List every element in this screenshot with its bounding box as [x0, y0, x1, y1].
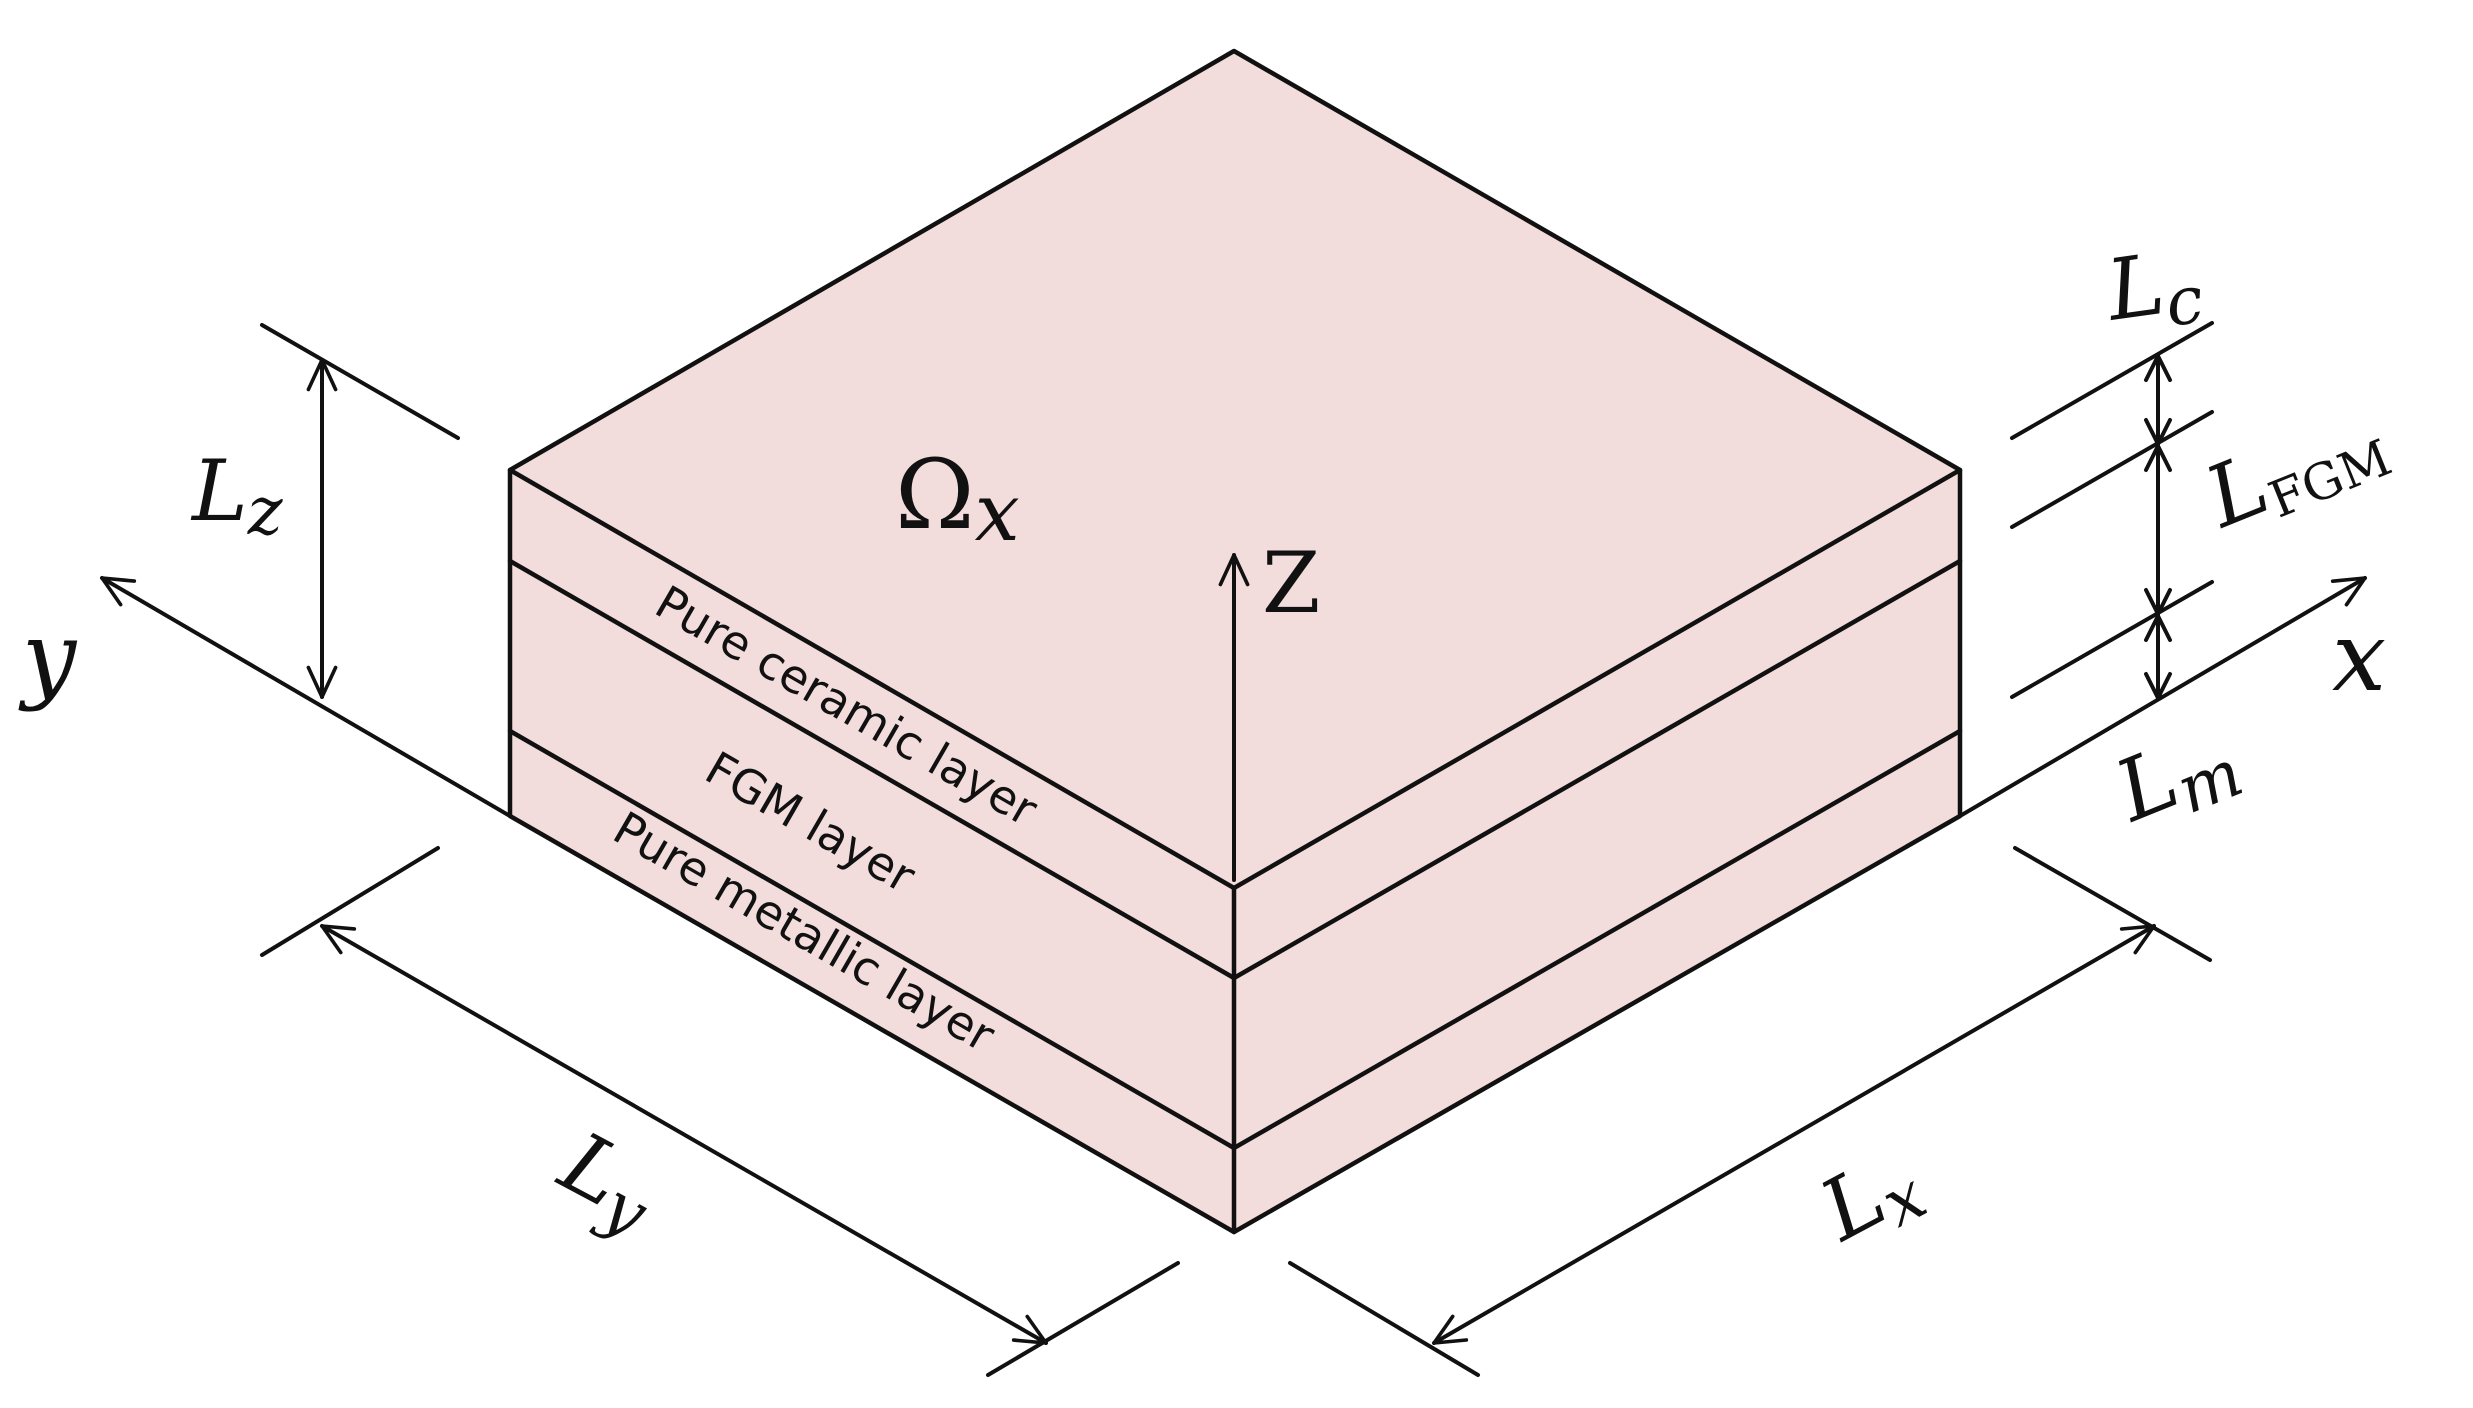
- lfgm-label: LFGM: [2191, 388, 2399, 551]
- ly-label: Ly: [539, 1112, 674, 1252]
- fgm-lm-extension: [2010, 580, 2214, 699]
- ly-extension-left: [260, 846, 440, 957]
- lx-dimension-arrow: [1432, 924, 2156, 1345]
- lz-label: Lz: [190, 442, 284, 550]
- lc-fgm-extension: [2010, 410, 2214, 529]
- lc-extension: [2010, 321, 2214, 440]
- lx-extension-right: [2013, 846, 2212, 962]
- y-axis-arrow: [100, 576, 512, 818]
- lz-extension-top: [260, 323, 460, 440]
- ly-dimension-arrow: [320, 924, 1048, 1345]
- domain-label: Ωx: [895, 439, 1020, 559]
- lm-label: Lm: [2101, 705, 2253, 850]
- top-front-right-edge: [1231, 467, 1963, 891]
- lc-label: Lc: [2099, 230, 2208, 350]
- x-axis-arrow: [1958, 576, 2367, 818]
- ceramic-fgm-interface-right: [1231, 558, 1963, 981]
- lm-arrowheads: [2144, 614, 2172, 700]
- y-axis-label: y: [18, 601, 78, 713]
- z-axis-label: Z: [1262, 534, 1320, 632]
- x-axis-label: x: [2332, 601, 2386, 713]
- lx-extension-left: [1288, 1261, 1480, 1377]
- ly-extension-right: [986, 1261, 1180, 1377]
- top-front-left-edge: [507, 467, 1237, 891]
- lx-label: Lx: [1804, 1129, 1939, 1269]
- ceramic-fgm-interface-left: [507, 558, 1237, 981]
